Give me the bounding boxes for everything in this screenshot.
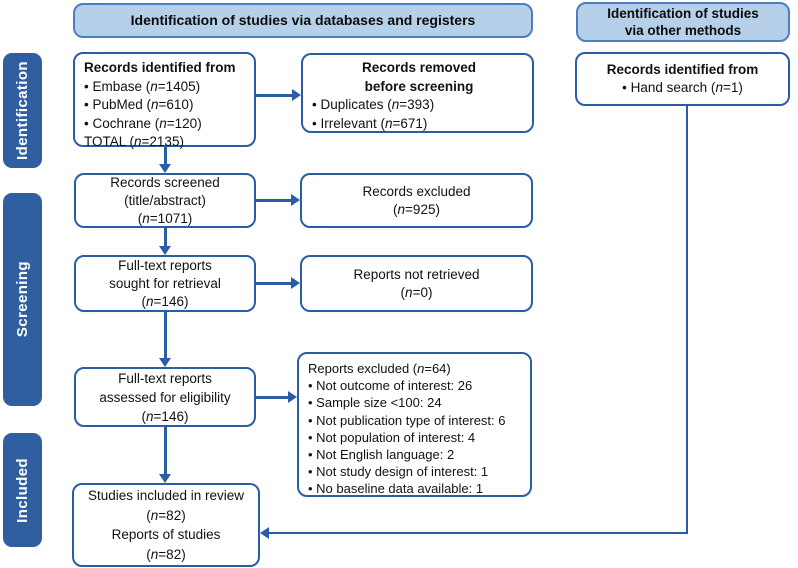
arrowhead-identified-to-removed bbox=[292, 89, 301, 101]
stage-label-included: Included bbox=[3, 433, 42, 547]
arrowhead-sought-to-notretrieved bbox=[291, 277, 300, 289]
arrow-line-identified-to-screened bbox=[164, 147, 167, 165]
arrowhead-sought-to-assessed bbox=[159, 358, 171, 367]
arrow-line-assessed-to-reportsexcluded bbox=[256, 396, 289, 399]
flow-box-records-identified: Records identified from • Embase (n=1405… bbox=[73, 52, 256, 149]
arrow-line-assessed-to-included bbox=[164, 427, 167, 475]
arrowhead-handsearch-to-included bbox=[260, 527, 269, 539]
records-excluded-lines: Records excluded(n=925) bbox=[362, 183, 471, 217]
flow-box-hand-search: Records identified from • Hand search (n… bbox=[575, 52, 790, 106]
records-removed-lines: • Duplicates (n=393)• Irrelevant (n=671) bbox=[312, 97, 435, 131]
arrow-line-sought-to-assessed bbox=[164, 312, 167, 359]
stage-label-screening: Screening bbox=[3, 193, 42, 406]
arrowhead-assessed-to-reportsexcluded bbox=[288, 391, 297, 403]
hand-search-title: Records identified from bbox=[606, 61, 759, 77]
flow-box-records-screened: Records screened(title/abstract)(n=1071) bbox=[74, 173, 256, 228]
flow-box-reports-excluded: Reports excluded (n=64) • Not outcome of… bbox=[297, 352, 532, 497]
arrow-line-identified-to-removed bbox=[256, 94, 293, 97]
arrow-line-screened-to-excluded bbox=[256, 199, 292, 202]
arrow-line-screened-to-sought bbox=[164, 228, 167, 247]
stage-label-identification: Identification bbox=[3, 53, 42, 168]
reports-not-retrieved-lines: Reports not retrieved(n=0) bbox=[353, 266, 480, 300]
arrowhead-identified-to-screened bbox=[159, 164, 171, 173]
studies-included-lines: Studies included in review(n=82)Reports … bbox=[87, 488, 245, 562]
flow-box-records-excluded: Records excluded(n=925) bbox=[300, 173, 533, 228]
hand-search-lines: • Hand search (n=1) bbox=[622, 80, 743, 95]
connector-handsearch-vertical bbox=[686, 106, 688, 534]
reports-excluded-lines: • Not outcome of interest: 26• Sample si… bbox=[308, 378, 506, 497]
arrowhead-screened-to-excluded bbox=[291, 194, 300, 206]
records-identified-lines: • Embase (n=1405)• PubMed (n=610)• Cochr… bbox=[84, 78, 202, 150]
arrowhead-screened-to-sought bbox=[159, 246, 171, 255]
connector-handsearch-horizontal bbox=[269, 532, 688, 534]
flow-box-reports-not-retrieved: Reports not retrieved(n=0) bbox=[300, 255, 533, 312]
header-databases-registers-text: Identification of studies via databases … bbox=[130, 12, 476, 28]
reports-excluded-title: Reports excluded (n=64) bbox=[308, 361, 451, 376]
stage-label-identification-text: Identification bbox=[14, 61, 31, 160]
stage-label-included-text: Included bbox=[14, 457, 31, 523]
records-identified-title: Records identified from bbox=[84, 60, 236, 75]
header-databases-registers: Identification of studies via databases … bbox=[73, 3, 533, 38]
records-screened-lines: Records screened(title/abstract)(n=1071) bbox=[110, 174, 220, 226]
arrowhead-assessed-to-included bbox=[159, 474, 171, 483]
arrow-line-sought-to-notretrieved bbox=[256, 282, 292, 285]
flow-box-studies-included: Studies included in review(n=82)Reports … bbox=[72, 483, 260, 567]
stage-label-screening-text: Screening bbox=[14, 261, 31, 338]
